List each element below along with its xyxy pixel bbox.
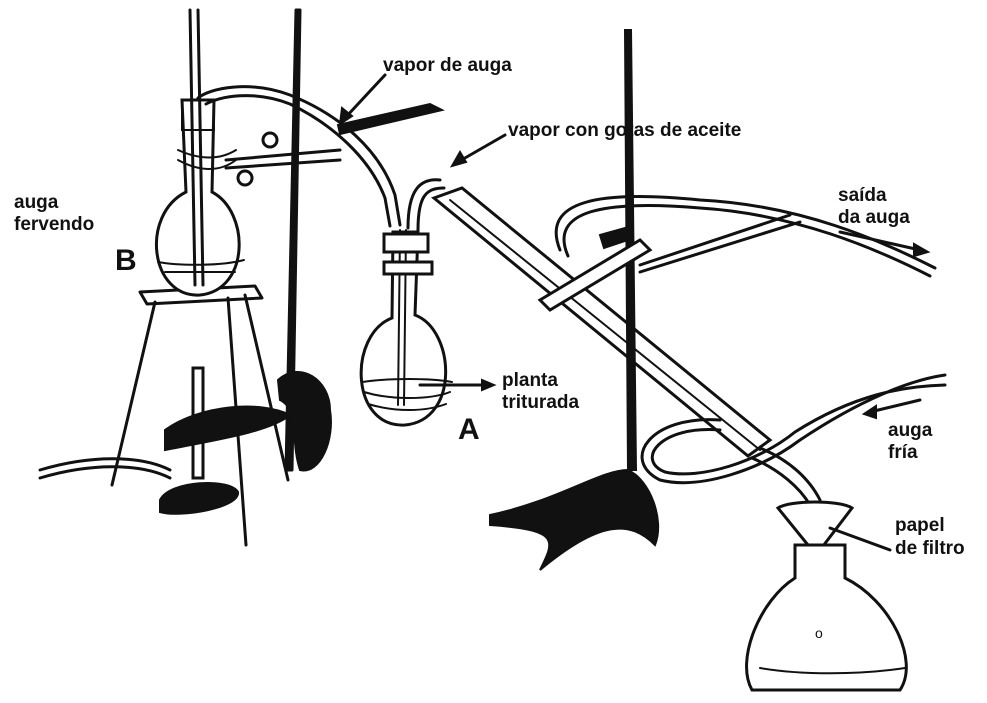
label-papel-1: papel bbox=[895, 515, 945, 536]
arrow-vapor-aceite bbox=[452, 135, 505, 166]
label-saida-1: saída bbox=[838, 185, 887, 206]
label-vapor-auga: vapor de auga bbox=[383, 55, 512, 76]
flask-a bbox=[361, 230, 452, 425]
label-auga-fervendo-2: fervendo bbox=[14, 214, 94, 235]
bunsen-burner bbox=[40, 368, 290, 514]
label-vapor-aceite: vapor con gotas de aceite bbox=[508, 120, 741, 141]
label-planta-1: planta bbox=[502, 370, 558, 391]
left-stand bbox=[278, 10, 331, 470]
erlenmeyer-flask: o bbox=[747, 545, 907, 690]
label-flask-a: A bbox=[458, 415, 480, 445]
label-flask-b: B bbox=[115, 246, 137, 276]
label-saida-2: da auga bbox=[838, 207, 910, 228]
right-stand bbox=[490, 30, 800, 570]
label-auga-fria-2: fría bbox=[888, 442, 918, 463]
label-planta-2: triturada bbox=[502, 392, 579, 413]
clamp-b bbox=[226, 133, 340, 185]
flask-b bbox=[156, 10, 244, 295]
label-auga-fervendo-1: auga bbox=[14, 192, 58, 213]
label-auga-fria-1: auga bbox=[888, 420, 932, 441]
label-papel-2: de filtro bbox=[895, 538, 965, 559]
svg-text:o: o bbox=[815, 625, 823, 641]
